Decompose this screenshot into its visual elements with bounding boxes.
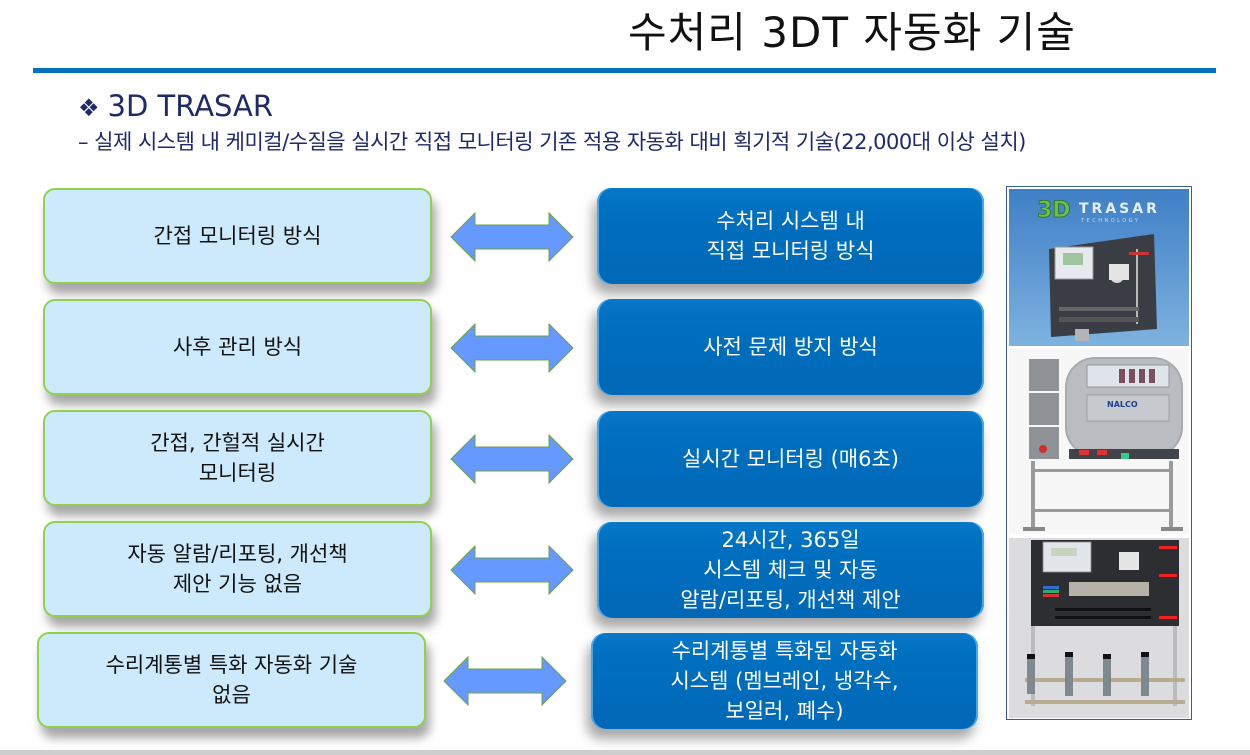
product-photo-strip: 3D TRASAR TECHNOLOGY NALCO: [1006, 186, 1192, 720]
slide-title: 수처리 3DT 자동화 기술: [628, 8, 1076, 57]
3dtrasar-text-line: 직접 모니터링 방식: [706, 239, 875, 263]
bullet-subtext: – 실제 시스템 내 케미컬/수질을 실시간 직접 모니터링 기존 적용 자동화…: [78, 130, 1026, 154]
brand-nalco-text: NALCO: [1107, 400, 1138, 409]
conventional-text-line: 자동 알람/리포팅, 개선책: [127, 542, 348, 566]
conventional-text-line: 없음: [212, 683, 251, 707]
diamond-bullet-icon: ❖: [78, 94, 100, 122]
conventional-box-2: 사후 관리 방식: [43, 299, 432, 395]
title-underline: [33, 68, 1216, 73]
product-photo-3dtrasar-panel: 3D TRASAR TECHNOLOGY: [1009, 189, 1189, 346]
bullet-heading: ❖3D TRASAR: [78, 88, 273, 126]
3dtrasar-box-2: 사전 문제 방지 방식: [597, 299, 984, 395]
conventional-box-5: 수리계통별 특화 자동화 기술 없음: [37, 632, 426, 728]
3dtrasar-text-line: 사전 문제 방지 방식: [703, 335, 878, 359]
3dtrasar-text-line: 알람/리포팅, 개선책 제안: [680, 588, 901, 612]
double-arrow-icon: [450, 323, 574, 373]
product-photo-membrane-panel: [1009, 538, 1189, 718]
3dtrasar-box-5: 수리계통별 특화된 자동화 시스템 (멤브레인, 냉각수, 보일러, 폐수): [591, 633, 978, 729]
3dtrasar-text-line: 수리계통별 특화된 자동화: [671, 639, 898, 663]
3dtrasar-text-line: 시스템 체크 및 자동: [703, 558, 878, 582]
double-arrow-icon: [450, 434, 574, 484]
3dtrasar-text-line: 시스템 (멤브레인, 냉각수,: [670, 669, 899, 693]
3dtrasar-box-3: 실시간 모니터링 (매6초): [597, 411, 984, 507]
logo-3d-text: 3D: [1037, 198, 1071, 223]
conventional-text-line: 수리계통별 특화 자동화 기술: [105, 653, 358, 677]
bullet-heading-text: 3D TRASAR: [107, 89, 273, 123]
conventional-text-line: 간접 모니터링 방식: [153, 224, 322, 248]
logo-technology-text: TECHNOLOGY: [1080, 218, 1140, 224]
3dtrasar-text-line: 보일러, 폐수): [725, 699, 844, 723]
conventional-box-1: 간접 모니터링 방식: [43, 188, 432, 284]
double-arrow-icon: [450, 545, 574, 595]
conventional-text-line: 모니터링: [198, 461, 277, 485]
product-photo-nalco-cabinet: NALCO: [1009, 349, 1189, 534]
logo-trasar-text: TRASAR: [1079, 201, 1160, 217]
conventional-box-3: 간접, 간헐적 실시간 모니터링: [43, 410, 432, 506]
3dtrasar-box-1: 수처리 시스템 내 직접 모니터링 방식: [597, 188, 984, 284]
conventional-box-4: 자동 알람/리포팅, 개선책 제안 기능 없음: [43, 521, 432, 617]
3dtrasar-text-line: 24시간, 365일: [721, 528, 860, 552]
3dtrasar-text-line: 실시간 모니터링 (매6초): [682, 447, 899, 471]
3dtrasar-box-4: 24시간, 365일 시스템 체크 및 자동 알람/리포팅, 개선책 제안: [597, 522, 984, 618]
conventional-text-line: 사후 관리 방식: [172, 335, 303, 359]
double-arrow-icon: [443, 656, 567, 706]
slide-bottom-edge: [0, 750, 1250, 755]
conventional-text-line: 제안 기능 없음: [172, 572, 303, 596]
conventional-text-line: 간접, 간헐적 실시간: [150, 431, 325, 455]
3dtrasar-text-line: 수처리 시스템 내: [716, 209, 865, 233]
double-arrow-icon: [450, 212, 574, 262]
